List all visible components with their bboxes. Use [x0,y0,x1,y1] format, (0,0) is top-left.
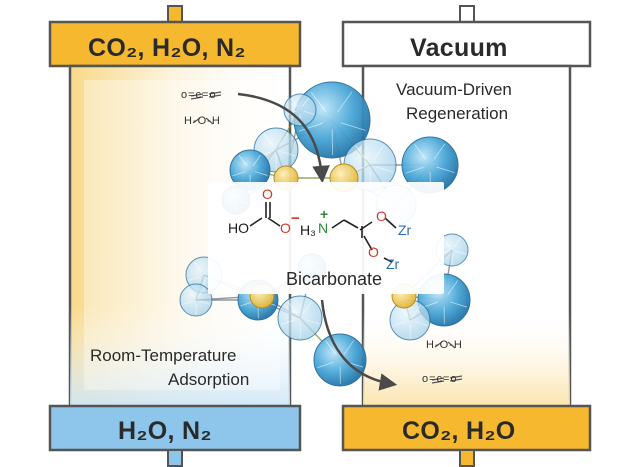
mof-facet [298,122,324,132]
desorption-arrow [320,299,398,391]
glycinate-o1: O [376,208,387,224]
mof-facet [278,133,288,146]
mof-facet [197,287,205,297]
right-co2-text: o=c=o [422,373,458,385]
glycinate-o2: O [368,244,379,260]
glycinate-h3: H₃ [300,222,316,238]
left-h2o-text: H‑O‑H [184,115,221,127]
mof-facet [199,300,211,305]
mof-facet [405,166,424,174]
mof-facet [414,321,428,326]
mof-facet [337,91,353,113]
bicarbonate-caption: Bicarbonate [286,269,383,289]
mof-cluster [313,333,367,387]
left-co2-molecule [190,91,222,100]
right-h2o-molecule [434,341,456,349]
mof-facet [433,143,446,160]
glycinate-structure [331,217,397,263]
mof-facet [302,301,312,314]
right-outlet-label: CO₂, H₂O [402,417,516,445]
mof-facet [343,340,355,355]
mof-facet [373,145,385,160]
mof-facet [188,276,200,281]
mof-facet [355,145,367,161]
chemistry-panel [208,182,444,294]
mof-facet [340,122,366,131]
mof-facet [310,91,327,113]
left-inlet-label: CO₂, H₂O, N₂ [88,34,246,62]
mof-facet [414,144,427,160]
right-h2o-text: H‑O‑H [426,339,463,351]
mof-facet [325,340,337,356]
mof-facet [392,321,406,327]
glycinate-plus: + [320,206,329,222]
bicarbonate-o-top: O [262,186,273,202]
bicarbonate-ho: HO [228,220,249,236]
mof-facet [376,166,393,173]
mof-facet [303,110,315,115]
mof-cluster [179,283,213,317]
mof-facet [305,319,320,325]
right-co2-molecule [431,375,463,384]
mof-facet [447,280,459,295]
bicarbonate-structure [249,202,281,227]
glycinate-n: N [318,220,329,236]
mof-facet [280,319,295,325]
mof-cluster [283,93,317,127]
mof-facet [252,154,261,167]
mof-facet [254,171,268,176]
right-outlet-header [341,404,592,452]
left-inlet-header [48,20,302,68]
glycinate-zr2: Zr [386,256,400,272]
adsorption-label-line1: Room-Temperature [90,346,237,365]
regeneration-label-line2: Regeneration [406,104,509,123]
adsorption-arrow [237,92,330,184]
mof-facet [301,97,309,107]
mof-facet [436,166,455,173]
mof-facet [193,261,202,272]
mof-facet [290,97,298,108]
bicarbonate-minus: − [291,210,300,227]
mof-facet [453,237,461,247]
mof-facet [450,301,467,308]
regeneration-label-line1: Vacuum-Driven [396,80,512,99]
mof-facet [281,151,296,157]
mof-facet [238,155,248,167]
mof-facet [412,304,421,317]
right-inlet-label: Vacuum [410,34,508,62]
left-co2-text: o=c=o [181,89,217,101]
mof-facet [232,171,246,177]
right-chamber [341,5,592,467]
mof-facet [287,301,298,314]
adsorption-label-line2: Adsorption [168,370,250,389]
right-inlet-header [341,20,592,68]
mof-facet [442,237,450,248]
mof-facet [240,301,254,307]
mof-facet [455,250,467,255]
mof-facet [317,361,334,369]
left-h2o-molecule [192,117,214,125]
mof-facet [263,133,274,146]
glycinate-zr1: Zr [398,222,412,238]
left-outlet-label: H₂O, N₂ [118,417,212,445]
mof-cluster [277,295,323,341]
mof-facet [186,287,194,298]
bicarbonate-o-minus: O [280,220,291,236]
mof-facet [181,300,193,306]
